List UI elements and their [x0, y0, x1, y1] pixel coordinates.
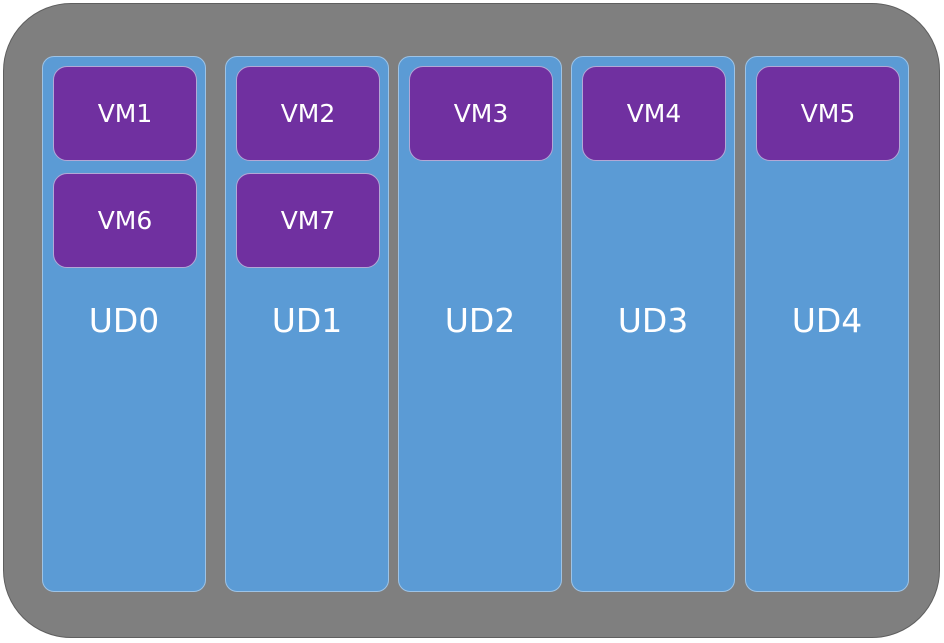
update-domain-ud3: VM4 UD3 — [571, 56, 735, 592]
update-domain-ud0: VM1 VM6 UD0 — [42, 56, 206, 592]
update-domain-ud4: VM5 UD4 — [745, 56, 909, 592]
update-domain-label: UD0 — [88, 301, 160, 340]
update-domain-label: UD4 — [791, 301, 863, 340]
vm-box: VM4 — [582, 66, 726, 161]
update-domain-label: UD2 — [444, 301, 516, 340]
update-domain-ud2: VM3 UD2 — [398, 56, 562, 592]
vm-box: VM5 — [756, 66, 900, 161]
vm-box: VM1 — [53, 66, 197, 161]
vm-box: VM2 — [236, 66, 380, 161]
update-domain-ud1: VM2 VM7 UD1 — [225, 56, 389, 592]
update-domain-label: UD3 — [617, 301, 689, 340]
update-domain-label: UD1 — [271, 301, 343, 340]
vm-box: VM7 — [236, 173, 380, 268]
availability-set-container: VM1 VM6 UD0 VM2 VM7 UD1 VM3 UD2 VM4 UD3 … — [3, 3, 940, 638]
vm-box: VM3 — [409, 66, 553, 161]
vm-box: VM6 — [53, 173, 197, 268]
